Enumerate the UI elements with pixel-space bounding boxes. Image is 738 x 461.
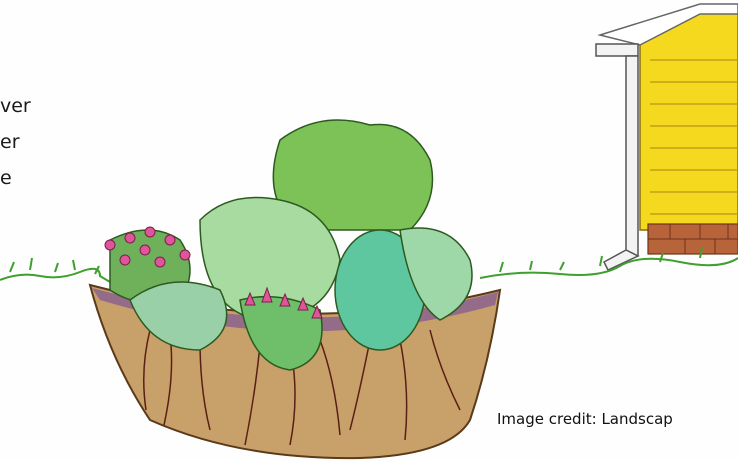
caption-line-2: er [0,124,31,160]
caption-line-1: ver [0,88,31,124]
house-siding [600,4,738,230]
image-credit: Image credit: Landscap [497,410,673,428]
caption-line-3: e [0,160,31,196]
house-brick-foundation [648,224,738,254]
downspout [596,44,638,270]
side-caption: ver er e [0,88,31,196]
